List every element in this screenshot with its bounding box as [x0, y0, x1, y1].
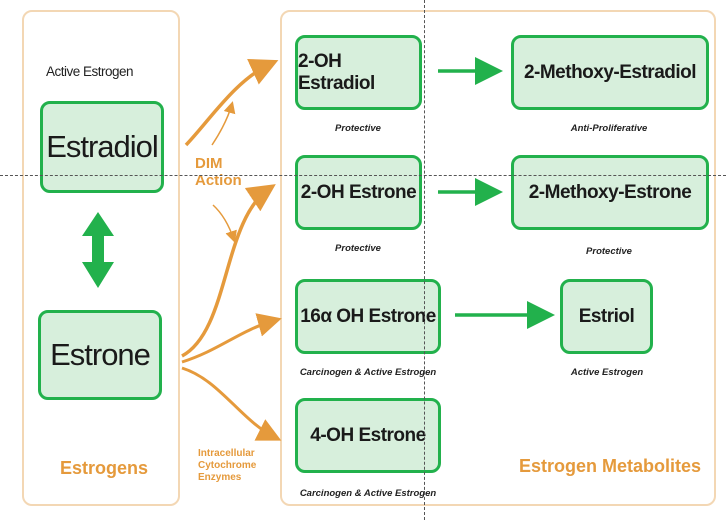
arrow-estrone-to-16oh-estrone: [181, 313, 282, 364]
metabolites-footer: Estrogen Metabolites: [519, 456, 702, 476]
box-2oh-estrone: 2-OH Estrone: [295, 155, 422, 230]
arrow-estradiol-to-2oh-estradiol: [184, 59, 279, 147]
crosshair-horizontal: [0, 175, 726, 176]
caption-methoxy-estrone: Protective: [586, 246, 632, 257]
caption-2oh-estradiol: Protective: [335, 123, 381, 134]
arrow-dim-down: [212, 204, 237, 243]
caption-2oh-estrone: Protective: [335, 243, 381, 254]
double-arrow-estradiol-estrone: [82, 212, 114, 288]
enzymes-label: Intracellular Cytochrome Enzymes: [198, 448, 257, 483]
box-16oh-estrone: 16α OH Estrone: [295, 279, 441, 354]
arrow-estrone-to-2oh-estrone: [181, 184, 276, 358]
active-estrogen-label: Active Estrogen: [46, 64, 134, 79]
arrow-dim-up: [211, 101, 236, 146]
caption-4oh-estrone: Carcinogen & Active Estrogen: [299, 488, 437, 499]
arrow-estrone-to-4oh-estrone: [181, 366, 282, 441]
caption-estriol: Active Estrogen: [570, 367, 644, 378]
caption-16oh-estrone: Carcinogen & Active Estrogen: [299, 367, 437, 378]
caption-methoxy-estradiol: Anti-Proliferative: [570, 123, 648, 134]
box-estriol: Estriol: [560, 279, 653, 354]
box-methoxy-estrone: 2-Methoxy-Estrone: [511, 155, 709, 230]
crosshair-vertical: [424, 0, 425, 520]
box-2oh-estradiol: 2-OH Estradiol: [295, 35, 422, 110]
dim-action-label: DIM Action: [195, 155, 242, 189]
estrogens-footer: Estrogens: [60, 458, 149, 478]
estrone-box: Estrone: [38, 310, 162, 400]
box-methoxy-estradiol: 2-Methoxy-Estradiol: [511, 35, 709, 110]
estradiol-box: Estradiol: [40, 101, 164, 193]
box-4oh-estrone: 4-OH Estrone: [295, 398, 441, 473]
